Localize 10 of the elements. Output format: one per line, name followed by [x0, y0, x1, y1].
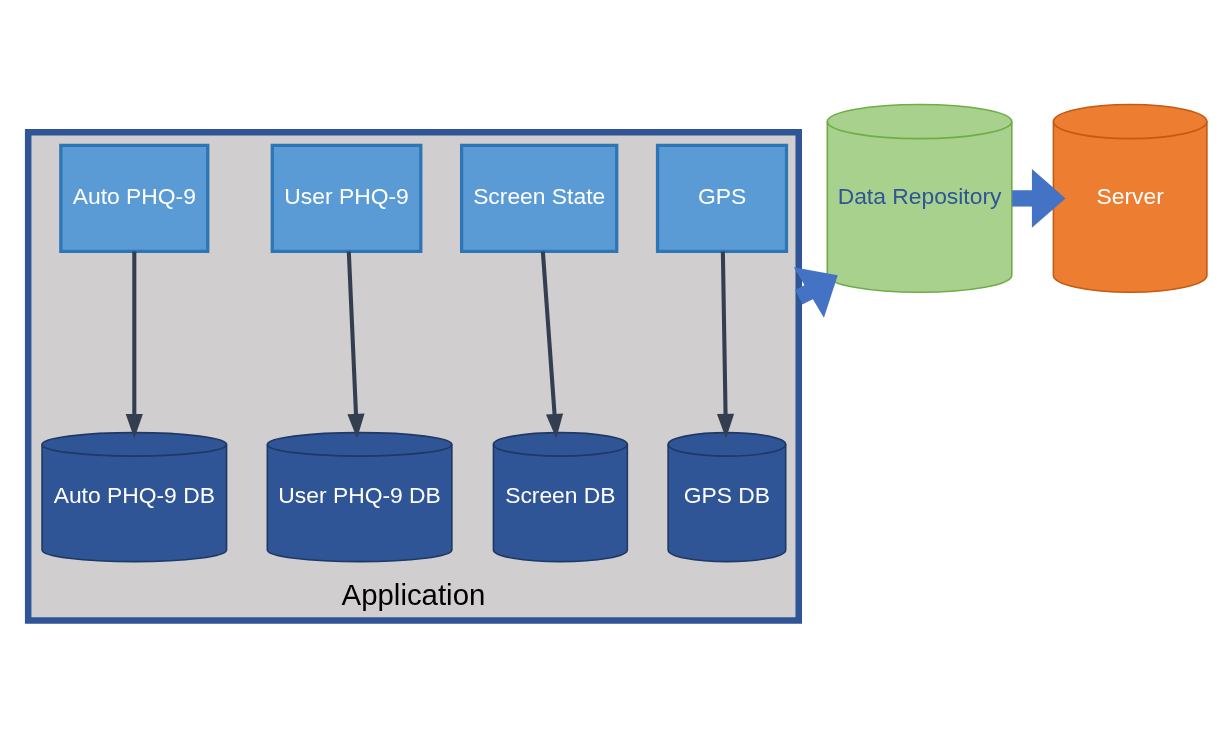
arrow	[793, 267, 838, 318]
node-box: Screen State	[460, 143, 619, 254]
arrow	[1012, 168, 1066, 228]
arrow	[716, 251, 735, 439]
arrow	[540, 251, 564, 439]
arrow	[346, 251, 365, 439]
node-box: User PHQ-9	[270, 143, 423, 254]
arrow	[125, 251, 143, 439]
node-box: GPS	[655, 143, 789, 254]
node-box: Auto PHQ-9	[59, 143, 210, 254]
